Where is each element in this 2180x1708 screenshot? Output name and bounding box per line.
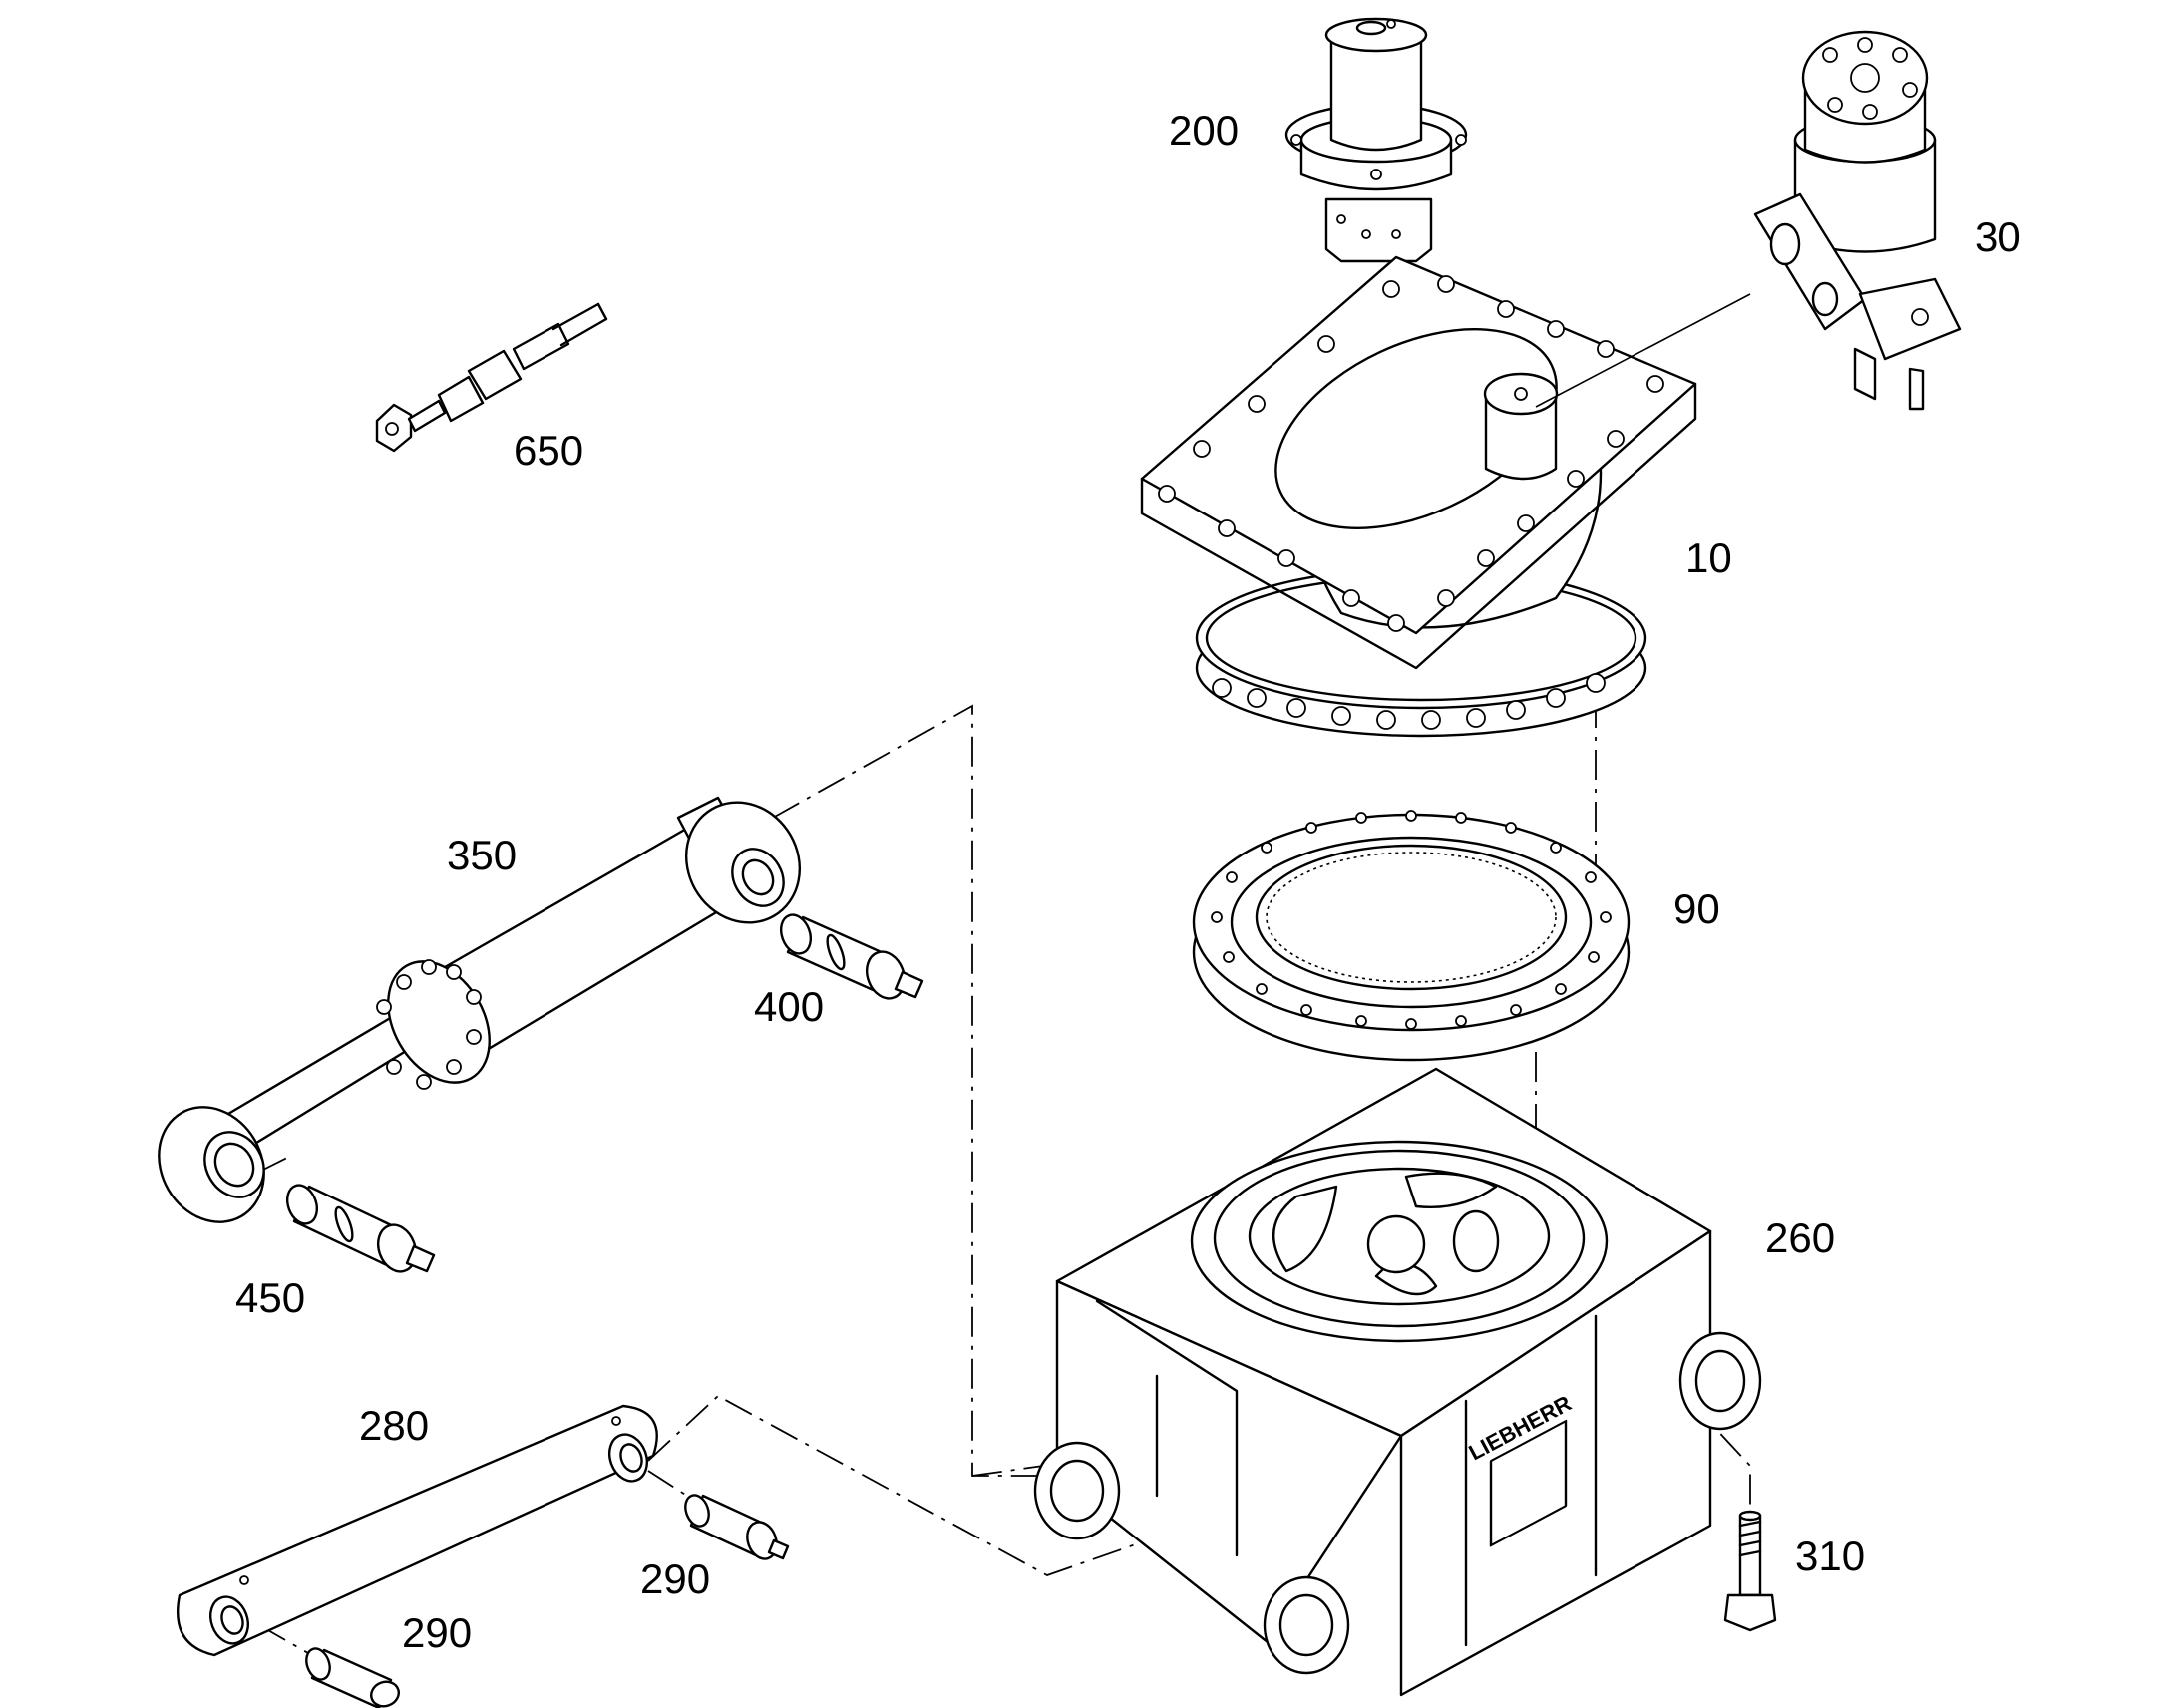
label-260: 260 [1765, 1214, 1835, 1261]
part-90-slewing-ring [1192, 810, 1631, 1062]
label-200: 200 [1169, 107, 1239, 154]
label-400: 400 [754, 983, 824, 1030]
label-90: 90 [1673, 885, 1720, 932]
label-650: 650 [514, 427, 583, 474]
part-290-pin-upper [684, 1494, 790, 1560]
label-310: 310 [1795, 1533, 1865, 1579]
part-310-bolt [1723, 1510, 1777, 1632]
label-30: 30 [1975, 213, 2021, 260]
part-650-hose-fitting [375, 302, 608, 453]
part-10-swing-gearbox [1140, 255, 1697, 738]
label-450: 450 [235, 1274, 305, 1321]
label-290-upper: 290 [640, 1555, 710, 1602]
part-350-steering-cylinder [158, 796, 802, 1223]
label-350: 350 [447, 832, 517, 878]
part-280-tie-link [177, 1404, 658, 1657]
part-labels: 200 30 650 10 90 350 400 450 260 280 290… [235, 107, 2021, 1656]
part-400-pin [779, 913, 924, 1000]
label-290-lower: 290 [402, 1609, 472, 1656]
label-10: 10 [1685, 534, 1732, 581]
part-290-pin-lower [305, 1647, 400, 1708]
label-280: 280 [359, 1402, 429, 1449]
part-260-swivel-housing: LIEBHERR [1033, 1067, 1762, 1697]
leader-line-30 [1535, 293, 1751, 408]
part-30-hydraulic-motor [1753, 30, 1962, 411]
part-450-pin [285, 1184, 436, 1273]
part-200-rotary-joint [1284, 17, 1468, 263]
